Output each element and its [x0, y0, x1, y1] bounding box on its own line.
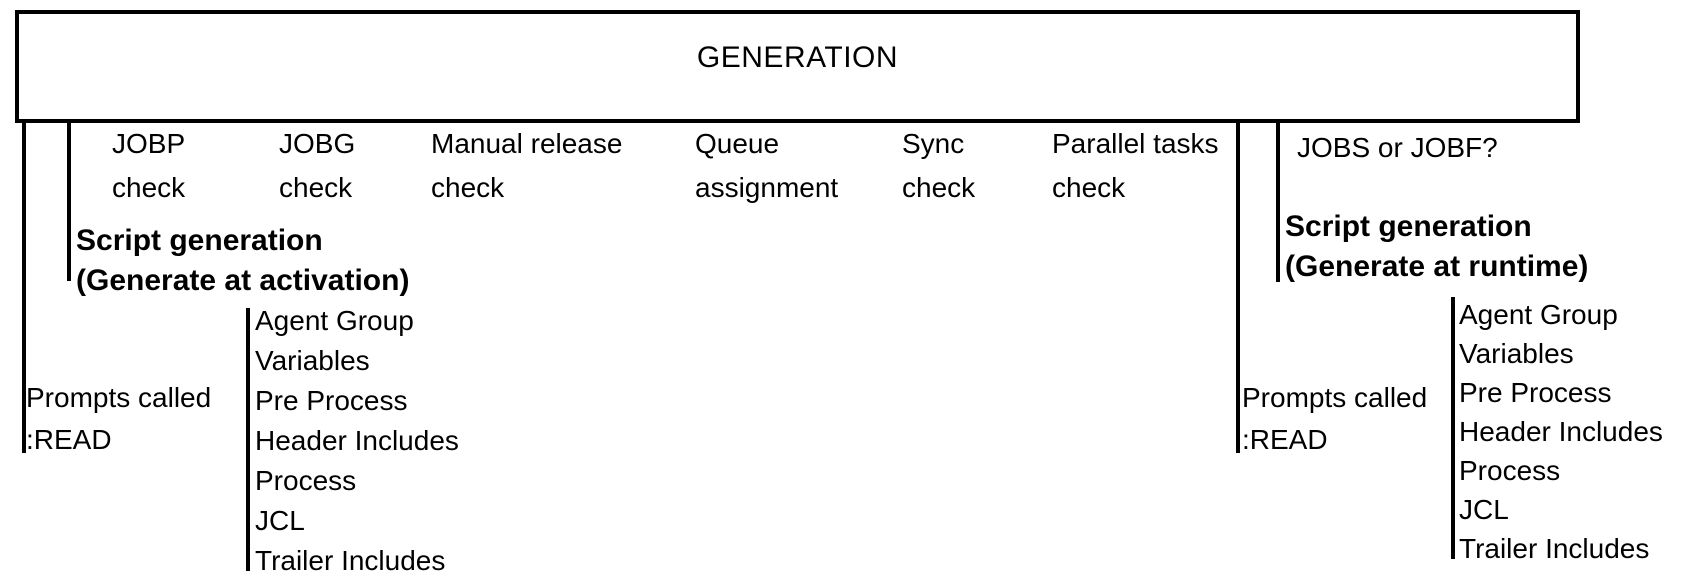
step-label-jobp-check: JOBP check [112, 128, 186, 203]
generation-title: GENERATION [696, 41, 899, 74]
list-item: Header Includes [1459, 416, 1663, 447]
list-item: Pre Process [1459, 377, 1612, 408]
script-sections-list-activation: Agent Group Variables Pre Process Header… [255, 301, 459, 581]
step-label-sync-check: Sync check [902, 128, 976, 203]
list-item: Variables [1459, 338, 1574, 369]
connector-line-right-script [1276, 123, 1280, 282]
step-label-jobg-check: JOBG check [279, 128, 356, 203]
connector-line-left-prompts [22, 123, 26, 453]
list-item: Agent Group [1459, 299, 1618, 330]
list-item: Process [1459, 455, 1561, 486]
list-item: Trailer Includes [1459, 533, 1650, 564]
connector-line-right-sections [1451, 297, 1455, 559]
connector-line-left-sections [246, 308, 250, 571]
step-label-queue-assignment: Queue assignment [695, 128, 839, 203]
list-item: Variables [255, 345, 370, 376]
list-item: Pre Process [255, 385, 408, 416]
prompts-read-label-left: Prompts called :READ [26, 382, 212, 455]
step-label-manual-release-check: Manual release check [431, 128, 623, 203]
list-item: JCL [255, 505, 305, 536]
connector-line-right-prompts [1236, 123, 1240, 453]
script-generation-activation-label: Script generation (Generate at activatio… [76, 224, 410, 297]
list-item: JCL [1459, 494, 1509, 525]
list-item: Agent Group [255, 305, 414, 336]
script-generation-runtime-label: Script generation (Generate at runtime) [1285, 210, 1589, 283]
list-item: Process [255, 465, 357, 496]
connector-line-left-script [67, 123, 71, 281]
step-label-parallel-tasks-check: Parallel tasks check [1052, 128, 1219, 203]
list-item: Header Includes [255, 425, 459, 456]
script-sections-list-runtime: Agent Group Variables Pre Process Header… [1459, 295, 1663, 568]
list-item: Trailer Includes [255, 545, 446, 576]
prompts-read-label-right: Prompts called :READ [1242, 382, 1428, 455]
step-label-jobs-or-jobf: JOBS or JOBF? [1297, 132, 1498, 163]
generation-box: GENERATION [15, 10, 1580, 123]
